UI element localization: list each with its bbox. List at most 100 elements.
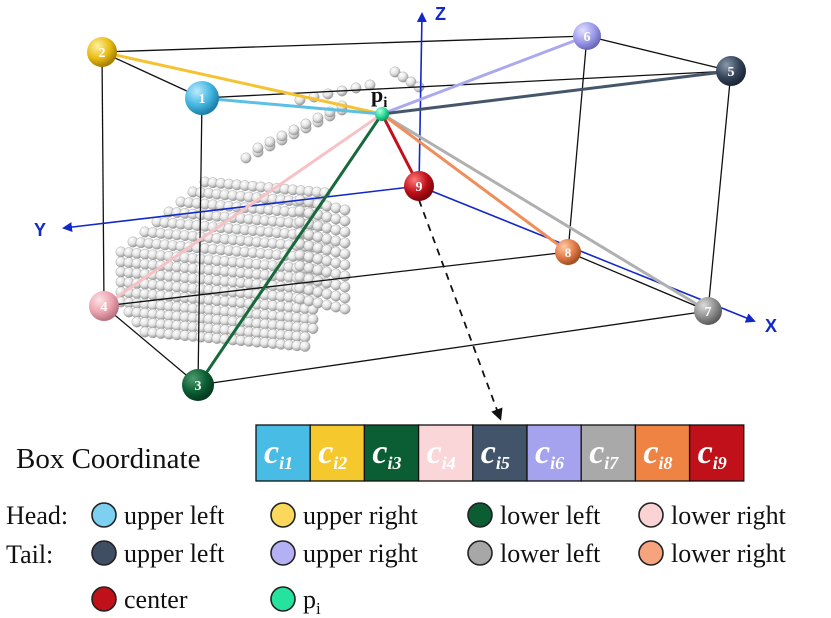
box-cell-6: ci6 [526,424,582,482]
cloud-point [330,246,342,258]
cloud-point [330,202,342,214]
box-cell-7: ci7 [580,424,637,482]
box-cell-4: ci4 [417,424,474,482]
cloud-point [276,130,288,142]
line-to-corner-2 [101,50,383,116]
box-cell-text: ci8 [643,434,672,473]
cloud-point [397,71,409,83]
corner-3-number: 3 [195,379,202,394]
corner-5-number: 5 [728,65,735,80]
line-to-corner-8 [381,112,569,254]
cloud-point [288,124,300,136]
line-to-corner-6 [381,34,588,116]
cloud-point [339,237,351,249]
legend-tail-label: Tail: [6,540,53,569]
cloud-point [312,231,324,243]
box-coordinate-label: Box Coordinate [16,443,200,475]
legend-head-3-label: lower left [500,501,601,530]
legend-head-4-label: lower right [671,501,787,530]
cloud-point [312,220,324,232]
legend-tail-1: upper left [91,539,225,568]
cloud-point [339,259,351,271]
box-cell-text: ci9 [698,434,727,473]
legend-tail-3-label: lower left [500,539,601,568]
legend-head-4: lower right [638,501,787,530]
box-cell-8: ci8 [634,424,691,482]
cloud-point [300,118,312,130]
cloud-point [339,303,351,315]
cloud-point [299,331,311,343]
cloud-point [330,213,342,225]
cloud-point [294,216,306,228]
cloud-point [339,226,351,238]
legend-center: center [91,585,188,614]
cloud-point [294,205,306,217]
cloud-point [339,248,351,260]
cloud-point [330,268,342,280]
cloud-point [339,292,351,304]
line-to-corner-1 [201,96,383,116]
point-label: pi [371,82,387,111]
box-cell-text: ci3 [372,434,401,473]
cloud-point [321,222,333,234]
cloud-point [339,215,351,227]
cloud-point [350,82,362,94]
cloud-point [307,323,319,334]
cloud-point [294,271,306,283]
legend-head-1-label: upper left [124,501,225,530]
cloud-point [321,244,333,256]
cloud-point [303,284,315,296]
legend-tail-4-label: lower right [671,539,787,568]
center-9-number: 9 [416,180,423,195]
box-cell-1: ci1 [255,424,311,482]
x-axis [418,185,756,323]
cloud-point [303,240,315,252]
cloud-point [321,266,333,278]
legend-pi: pi [270,585,321,618]
corner-2: 2 [87,37,117,67]
point-cloud [115,66,425,352]
legend-center-label: center [124,585,188,614]
box-cell-text: ci1 [264,434,293,473]
cloud-point [330,224,342,236]
line-to-corner-3 [196,113,384,386]
cloud-point [339,281,351,293]
cloud-point [322,88,334,100]
cloud-point [330,257,342,269]
cloud-point [303,251,315,263]
box-cell-text: ci4 [427,434,456,473]
cloud-point [339,204,351,216]
corner-1-number: 1 [199,92,206,107]
x-axis-label: X [765,316,777,336]
cloud-point [330,235,342,247]
corner-4: 4 [89,291,119,321]
cloud-point [303,262,315,274]
cloud-point [294,249,306,261]
line-to-corner-5 [381,69,732,116]
corner-3: 3 [182,369,214,401]
dashed-arrow [418,199,503,421]
cloud-point [312,264,324,276]
box-cell-text: ci7 [589,434,619,473]
corner-6-number: 6 [584,30,591,45]
cloud-point [312,253,324,265]
cloud-point [294,282,306,294]
cloud-point [294,260,306,272]
cloud-point [312,286,324,298]
legend-head-3: lower left [467,501,601,530]
center-9: 9 [404,171,434,201]
corner-spheres: 2 1 6 5 4 3 8 7 9 [87,22,746,401]
box-cell-3: ci3 [363,424,420,482]
connection-lines [101,34,732,386]
y-axis-label: Y [34,220,46,240]
legend-head-2: upper right [270,501,419,530]
cloud-point [330,290,342,302]
line-to-corner-7 [381,112,709,313]
cloud-point [321,255,333,267]
cloud-point [252,142,264,154]
z-axis-label: Z [435,4,446,24]
